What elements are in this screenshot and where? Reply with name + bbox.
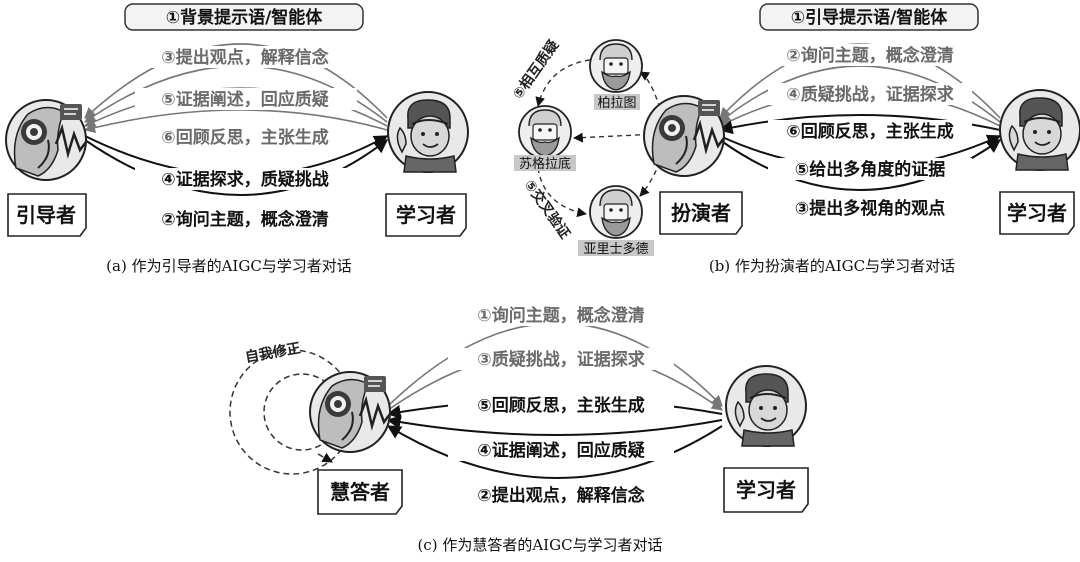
panel-b-philosopher-labels: 柏拉图 苏格拉底 亚里士多德 — [514, 94, 654, 257]
panel-c-flow-label: ⑤回顾反思，主张生成 — [477, 395, 644, 416]
ai-robot-icon — [308, 370, 392, 454]
panel-c-flow-labels: ①询问主题，概念澄清 ③质疑挑战，证据探求 ⑤回顾反思，主张生成 ④证据阐述，回… — [448, 304, 674, 506]
panel-c-right-role-label: 学习者 — [736, 478, 796, 502]
panel-b-left-role-label: 扮演者 — [671, 201, 731, 225]
ai-robot-icon — [4, 98, 88, 182]
learner-icon — [999, 89, 1080, 171]
panel-b-top-box: ①引导提示语/智能体 — [759, 3, 979, 31]
panel-b-flow-labels: ②询问主题，概念澄清 ④质疑挑战，证据探求 ⑥回顾反思，主张生成 ⑤给出多角度的… — [768, 44, 972, 219]
panel-b-mutual-question-label: ⑤相互质疑 — [509, 37, 562, 102]
socrates-label: 苏格拉底 — [519, 156, 571, 172]
panel-a-flow-label: ④证据探求，质疑挑战 — [161, 169, 328, 190]
panel-c-flow-label: ④证据阐述，回应质疑 — [477, 440, 644, 461]
panel-a: ①背景提示语/智能体 ③提出观点，解释信念 ⑤证据阐述，回应质疑 ⑥回顾反思，主… — [4, 3, 469, 275]
learner-icon — [387, 91, 469, 173]
panel-c-right-role: 学习者 — [723, 467, 809, 513]
panel-c-flow-label: ②提出观点，解释信念 — [477, 485, 644, 506]
plato-icon — [589, 39, 643, 93]
panel-b-flow-label: ⑥回顾反思，主张生成 — [786, 121, 953, 142]
ai-robot-icon — [642, 94, 726, 178]
panel-a-top-box-label: ①背景提示语/智能体 — [166, 7, 324, 28]
panel-a-flow-label: ⑤证据阐述，回应质疑 — [161, 89, 328, 110]
panel-c-left-role: 慧答者 — [317, 469, 403, 515]
socrates-icon — [518, 105, 572, 159]
panel-a-caption: (a) 作为引导者的AIGC与学习者对话 — [106, 257, 352, 275]
panel-c-flow-label: ③质疑挑战，证据探求 — [477, 349, 644, 370]
panel-c-loop-label: 自我修正 — [244, 339, 302, 365]
panel-a-right-role-label: 学习者 — [396, 203, 456, 227]
panel-a-top-box: ①背景提示语/智能体 — [124, 3, 364, 31]
panel-c-flow-label: ①询问主题，概念澄清 — [477, 305, 644, 326]
panel-b-right-role: 学习者 — [999, 191, 1075, 235]
panel-b-flow-label: ②询问主题，概念澄清 — [786, 45, 953, 66]
panel-b-flow-label: ⑤给出多角度的证据 — [795, 159, 945, 180]
panel-b-flow-label: ④质疑挑战，证据探求 — [786, 84, 953, 105]
aristotle-icon — [589, 185, 643, 239]
panel-a-right-role: 学习者 — [385, 193, 467, 237]
panel-b-top-box-label: ①引导提示语/智能体 — [791, 7, 949, 28]
panel-b-cross-verify-label: ⑤交叉验证 — [521, 177, 574, 242]
learner-icon — [725, 365, 807, 447]
panel-b-flow-label: ③提出多视角的观点 — [795, 198, 945, 219]
panel-a-flow-labels: ③提出观点，解释信念 ⑤证据阐述，回应质疑 ⑥回顾反思，主张生成 ④证据探求，质… — [135, 46, 357, 230]
panel-b-caption: (b) 作为扮演者的AIGC与学习者对话 — [709, 257, 955, 275]
panel-b-right-role-label: 学习者 — [1007, 201, 1067, 225]
panel-c-left-role-label: 慧答者 — [330, 480, 390, 504]
panel-a-flow-label: ②询问主题，概念澄清 — [161, 209, 328, 230]
plato-label: 柏拉图 — [597, 96, 636, 111]
panel-a-left-role: 引导者 — [7, 193, 87, 237]
aristotle-label: 亚里士多德 — [583, 241, 648, 257]
panel-c: 自我修正 ①询问主题，概念澄清 ③质疑挑战，证据探求 ⑤回顾反思，主张生成 ④证… — [229, 304, 809, 554]
panel-a-flow-label: ⑥回顾反思，主张生成 — [161, 127, 328, 148]
panel-b-left-role: 扮演者 — [659, 191, 743, 235]
panel-b: ①引导提示语/智能体 ②询问主题，概念澄清 ④质疑挑战，证据探求 ⑥回顾反思，主… — [509, 3, 1080, 275]
panel-c-caption: (c) 作为慧答者的AIGC与学习者对话 — [417, 536, 662, 554]
panel-a-flow-label: ③提出观点，解释信念 — [161, 47, 328, 68]
panel-a-left-role-label: 引导者 — [16, 203, 76, 227]
